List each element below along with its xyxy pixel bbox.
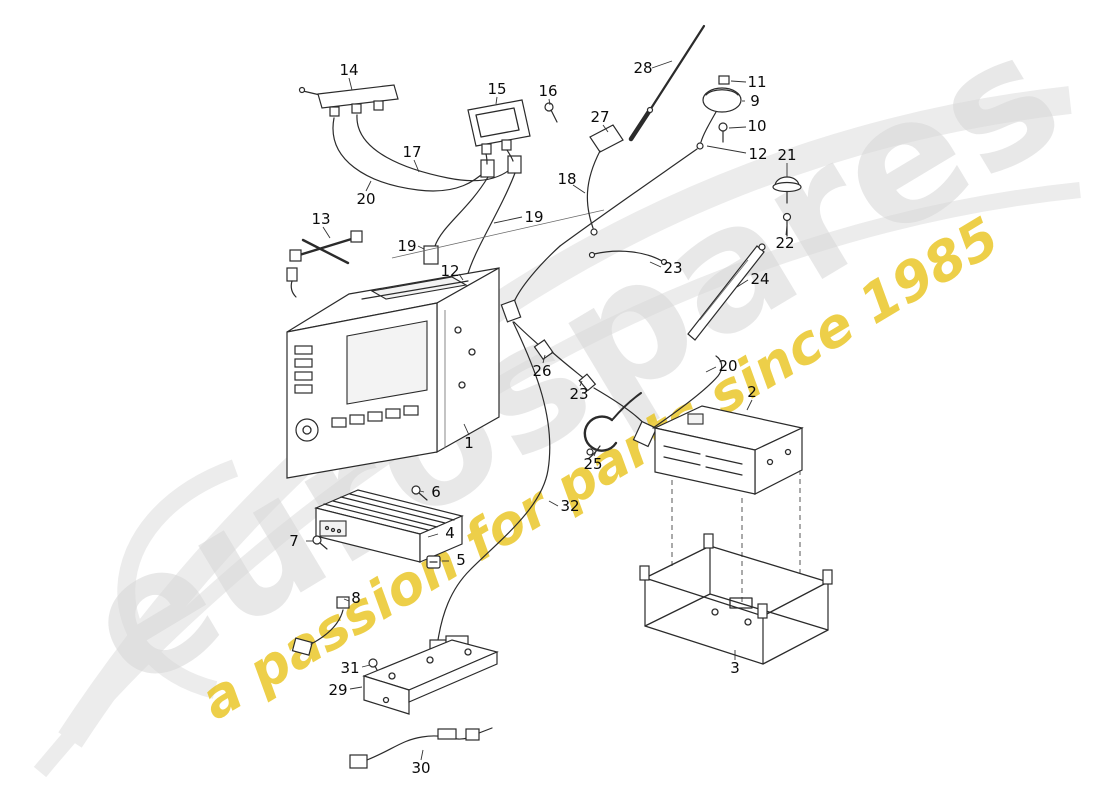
leader-line-28 [651, 60, 673, 69]
part-callout-24: 24 [750, 270, 770, 288]
part-21-grommet [772, 176, 802, 204]
cable-20 [632, 355, 723, 448]
leader-line-27 [602, 124, 609, 133]
part-callout-19: 19 [397, 237, 417, 255]
leader-line-20 [365, 180, 372, 192]
leader-line-11 [730, 80, 747, 83]
part-callout-6: 6 [431, 483, 441, 501]
leader-line-16 [548, 98, 551, 106]
leader-line-26 [542, 354, 546, 364]
leader-line-12 [458, 273, 464, 281]
part-callout-8: 8 [351, 589, 361, 607]
part-6-screw [411, 485, 428, 501]
part-callout-20: 20 [356, 190, 376, 208]
part-callout-21: 21 [777, 146, 797, 164]
part-callout-11: 11 [747, 73, 767, 91]
part-callout-28: 28 [633, 59, 653, 77]
leader-line-2 [746, 399, 753, 411]
part-callout-30: 30 [411, 759, 431, 777]
part-24-antenna-mast [687, 243, 766, 341]
part-callout-17: 17 [402, 143, 422, 161]
part-1-radio-head-unit [286, 266, 500, 479]
part-callout-25: 25 [583, 455, 603, 473]
leader-line-22 [785, 224, 788, 236]
leader-line-25 [593, 448, 598, 457]
leader-line-19 [493, 216, 523, 224]
part-callout-4: 4 [445, 524, 455, 542]
part-5-clip [426, 555, 441, 569]
leader-line-24 [736, 279, 749, 288]
part-callout-3: 3 [730, 659, 740, 677]
part-callout-1: 1 [464, 434, 474, 452]
part-7-screw [312, 535, 328, 550]
leader-line-12 [706, 145, 747, 154]
part-callout-15: 15 [487, 80, 507, 98]
cable-23 [588, 250, 668, 266]
part-callout-27: 27 [590, 108, 610, 126]
part-31-screw [368, 658, 380, 675]
leader-line-1 [463, 423, 470, 436]
part-29-mounting-bracket [362, 635, 499, 715]
part-14-antenna-amplifier-bracket [298, 84, 399, 117]
part-9-roof-antenna-module [702, 87, 742, 113]
part-callout-19: 19 [524, 208, 544, 226]
leader-line-15 [495, 96, 498, 105]
part-callout-5: 5 [456, 551, 466, 569]
part-callout-22: 22 [775, 234, 795, 252]
leader-line-8 [343, 598, 350, 602]
part-callout-18: 18 [557, 170, 577, 188]
part-10-screw [718, 122, 728, 143]
part-3-mounting-cage [639, 533, 833, 665]
part-callout-7: 7 [289, 532, 299, 550]
part-callout-12: 12 [748, 145, 768, 163]
leader-line-10 [728, 126, 747, 129]
part-4-amplifier [314, 489, 464, 563]
part-callout-31: 31 [340, 659, 360, 677]
leader-line-17 [413, 159, 420, 173]
leader-lines [306, 60, 788, 761]
part-27-antenna-base [586, 124, 624, 236]
part-callout-26: 26 [532, 362, 552, 380]
part-13-bracket-lever [286, 230, 363, 298]
part-callout-13: 13 [311, 210, 331, 228]
leader-line-4 [427, 533, 439, 538]
leader-line-23 [579, 380, 583, 387]
leader-line-6 [419, 490, 425, 493]
part-callout-29: 29 [328, 681, 348, 699]
part-callout-32: 32 [560, 497, 580, 515]
part-16-screw [544, 102, 558, 123]
part-callout-12: 12 [440, 262, 460, 280]
part-11-nut [718, 75, 730, 85]
part-callout-16: 16 [538, 82, 558, 100]
part-2-tuner-unit [653, 405, 804, 495]
cable-30 [349, 727, 493, 769]
part-callout-23: 23 [663, 259, 683, 277]
part-25-holder-clamp [583, 392, 642, 460]
part-28-antenna-rod [628, 24, 706, 142]
part-callout-20: 20 [718, 357, 738, 375]
leader-line-23 [649, 261, 662, 268]
part-callout-23: 23 [569, 385, 589, 403]
part-callout-10: 10 [747, 117, 767, 135]
leader-line-19 [417, 245, 425, 250]
antenna-lead-26 [500, 299, 647, 427]
leader-line-18 [572, 184, 586, 194]
part-callout-2: 2 [747, 383, 757, 401]
part-15-interface-module [467, 99, 531, 165]
leader-line-20 [705, 366, 717, 373]
leader-line-32 [548, 500, 559, 507]
antenna-cable-harness-17-19-20 [332, 114, 605, 296]
assembly-guide-lines [671, 470, 801, 606]
antenna-cable-12 [513, 111, 717, 303]
leader-line-29 [349, 686, 363, 690]
leader-line-31 [361, 664, 371, 668]
leader-line-14 [348, 77, 353, 91]
cable-8 [291, 596, 350, 656]
leader-line-13 [322, 226, 331, 239]
part-callout-14: 14 [339, 61, 359, 79]
part-callout-9: 9 [750, 92, 760, 110]
leader-line-30 [420, 749, 424, 761]
